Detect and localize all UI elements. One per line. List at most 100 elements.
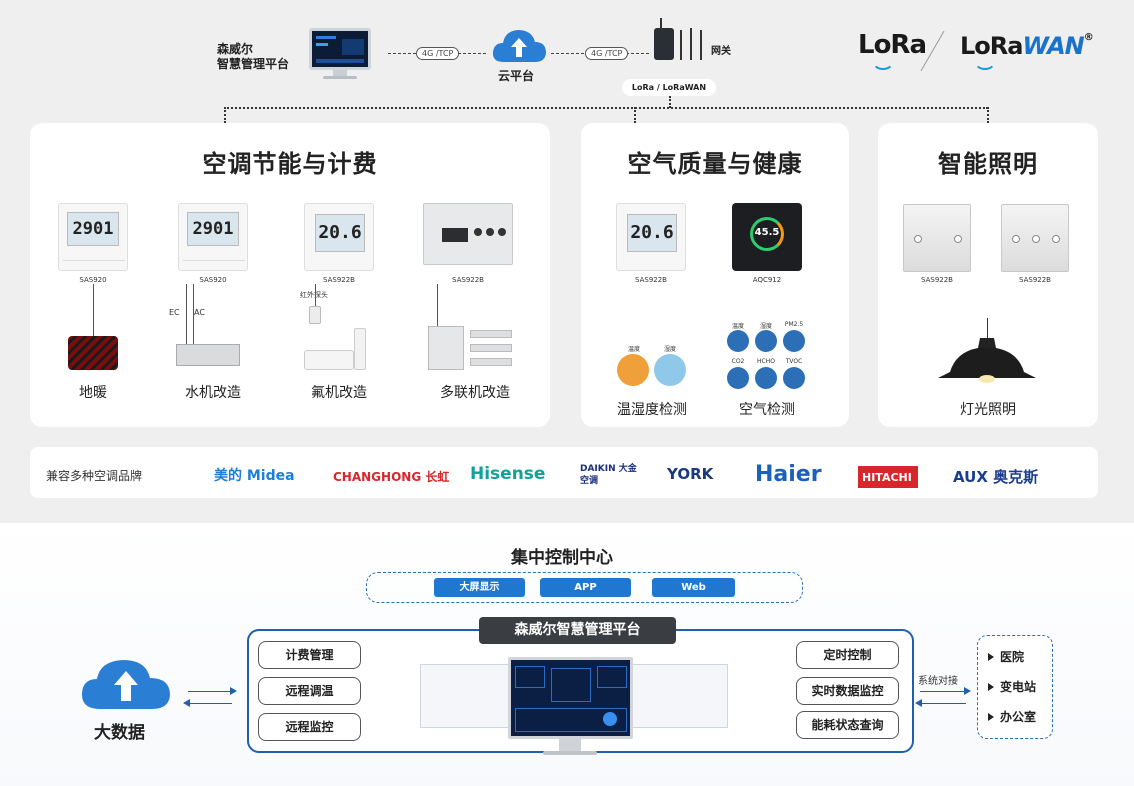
brand-hisense-logo: Hisense — [470, 464, 546, 484]
connector-line — [193, 284, 194, 346]
device-model: SAS920 — [79, 276, 107, 284]
monitor-stand — [333, 70, 347, 77]
water-unit-icon — [176, 344, 240, 366]
pendant-lamp-icon — [938, 338, 1036, 383]
destinations-box — [977, 635, 1053, 739]
air-monitor-aqc912: 45.5 — [732, 203, 802, 271]
split-ac-icon — [304, 350, 354, 370]
thermometer-icon — [617, 354, 649, 386]
bullet-arrow-icon — [988, 653, 994, 661]
control-center-title: 集中控制中心 — [511, 548, 613, 568]
ec-label: EC — [169, 308, 180, 317]
arrow-to-platform-right — [920, 703, 966, 704]
lighting-title: 智能照明 — [938, 150, 1038, 178]
hcho-icon — [755, 367, 777, 389]
item-label-vrf-retrofit: 多联机改造 — [440, 385, 510, 401]
arrow-head-right — [964, 687, 971, 695]
mini-lora-badge: LoRa / LoRaWAN — [622, 79, 716, 96]
destination-hospital: 医院 — [1000, 650, 1025, 664]
cloud-platform-label: 云平台 — [498, 69, 535, 83]
gateway-antenna — [700, 30, 702, 60]
droplet-icon — [654, 354, 686, 386]
ir-probe-label: 红外探头 — [300, 291, 328, 299]
hvac-title: 空调节能与计费 — [202, 150, 378, 178]
device-model: SAS922B — [921, 276, 953, 284]
channel-app[interactable]: APP — [540, 578, 631, 597]
protocol-pill-right: 4G /TCP — [585, 47, 629, 60]
brand-haier-logo: Haier — [755, 462, 822, 487]
temp-icon-label: 温度 — [627, 346, 640, 353]
arrow-to-platform — [188, 691, 232, 692]
lorawan-wave-icon — [974, 52, 996, 70]
connector-line — [315, 284, 316, 306]
humidity-icon — [755, 330, 777, 352]
arrow-to-destinations — [920, 691, 966, 692]
wall-switch-2gang — [903, 204, 971, 272]
device-model: SAS922B — [635, 276, 667, 284]
air-icon-label: 温度 — [731, 323, 744, 330]
connector-line — [437, 284, 438, 326]
vrf-indoor-unit-icon — [470, 344, 512, 352]
device-model: SAS922B — [1019, 276, 1051, 284]
distribution-drop — [634, 107, 636, 123]
monitor-base — [323, 76, 357, 79]
feature-realtime-monitor: 实时数据监控 — [796, 677, 899, 705]
protocol-pill-left: 4G /TCP — [416, 47, 460, 60]
brand-strip-title: 兼容多种空调品牌 — [46, 469, 143, 483]
air-icon-label: TVOC — [785, 358, 803, 365]
gateway-label: 网关 — [711, 46, 731, 57]
gateway-icon — [654, 28, 674, 60]
air-icon-label: 湿度 — [759, 323, 772, 330]
brand-changhong-logo: CHANGHONG 长虹 — [333, 470, 450, 484]
platform-label: 森威尔 智慧管理平台 — [217, 42, 290, 71]
arrow-head-left — [183, 699, 190, 707]
feature-energy-query: 能耗状态查询 — [796, 711, 899, 739]
feature-billing: 计费管理 — [258, 641, 361, 669]
item-label-lighting: 灯光照明 — [960, 402, 1016, 418]
gateway-antenna — [690, 28, 692, 60]
arrow-to-bigdata — [188, 703, 232, 704]
temperature-icon — [727, 330, 749, 352]
channel-web[interactable]: Web — [652, 578, 735, 597]
humidity-icon-label: 湿度 — [663, 346, 676, 353]
din-controller-sas922b — [423, 203, 513, 265]
brand-midea-logo: 美的 Midea — [214, 468, 295, 484]
item-label-fluorine-retrofit: 氟机改造 — [311, 385, 367, 401]
lamp-cord — [987, 318, 988, 340]
feature-timer-control: 定时控制 — [796, 641, 899, 669]
arrow-head-right — [230, 687, 237, 695]
co2-icon — [727, 367, 749, 389]
bullet-arrow-icon — [988, 713, 994, 721]
device-model: SAS922B — [323, 276, 355, 284]
item-label-floor-heating: 地暖 — [79, 385, 107, 401]
tvoc-icon — [783, 367, 805, 389]
brand-hitachi-logo: HITACHI — [862, 471, 912, 484]
air-title: 空气质量与健康 — [627, 150, 803, 178]
device-model: AQC912 — [752, 276, 782, 284]
air-icon-label: PM2.5 — [784, 321, 804, 328]
brand-hitachi-badge — [858, 466, 918, 488]
device-model: SAS920 — [199, 276, 227, 284]
air-icon-label: CO2 — [731, 358, 745, 365]
vrf-indoor-unit-icon — [470, 358, 512, 366]
dashboard-screenshot-left — [420, 664, 516, 728]
feature-remote-temp: 远程调温 — [258, 677, 361, 705]
channel-big-screen[interactable]: 大屏显示 — [434, 578, 525, 597]
brand-strip — [30, 447, 1098, 498]
brand-york-logo: YORK — [667, 465, 714, 483]
connector-line — [186, 284, 187, 346]
thermostat-sas922b: 20.6 — [616, 203, 686, 271]
smart-platform-title: 森威尔智慧管理平台 — [479, 617, 676, 644]
hvac-card — [30, 123, 550, 427]
pm25-icon — [783, 330, 805, 352]
monitor-base — [543, 751, 597, 755]
cloud-platform-icon — [492, 30, 546, 62]
lora-logo: LoRa — [858, 30, 927, 60]
brand-daikin-logo: DAIKIN 大金空调 — [580, 464, 637, 486]
air-icon-label: HCHO — [757, 358, 775, 365]
item-label-air-detection: 空气检测 — [739, 402, 795, 418]
floor-heating-icon — [68, 336, 118, 370]
thermostat-sas920: 2901 — [58, 203, 128, 271]
control-center-channels — [366, 572, 803, 603]
system-interface-label: 系统对接 — [918, 676, 958, 687]
